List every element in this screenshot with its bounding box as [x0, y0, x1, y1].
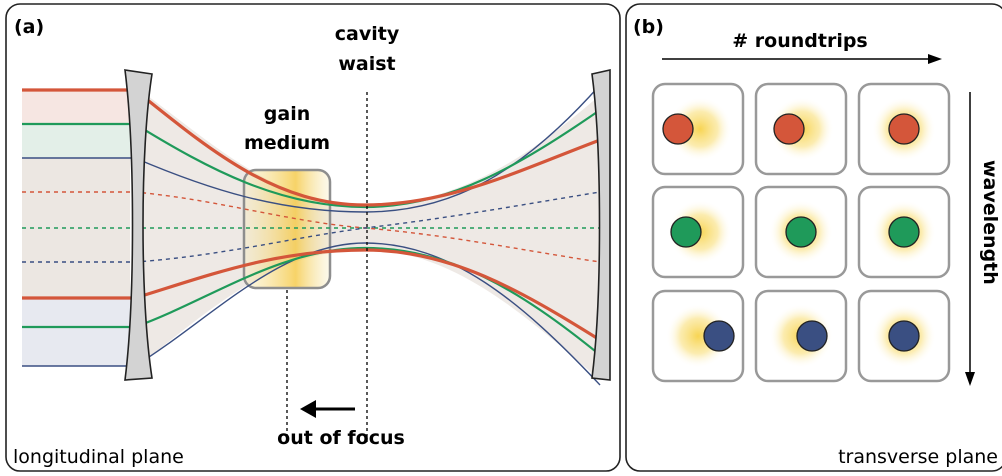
tile-r3c2: [754, 289, 848, 383]
tile-r3c1: [651, 289, 745, 383]
red-upper-curve: [22, 88, 601, 207]
medium-label: medium: [244, 132, 330, 154]
green-mode-dot: [670, 216, 702, 248]
tile-r3c3: [857, 289, 951, 383]
roundtrips-label: # roundtrips: [732, 30, 868, 52]
red-mode-dot: [888, 113, 920, 145]
cavity-label: cavity: [335, 23, 400, 45]
longitudinal-plane-label: longitudinal plane: [13, 446, 184, 468]
gain-medium: [242, 168, 332, 290]
red-lower-curve: [22, 248, 601, 342]
tile-r2c3: [857, 185, 951, 279]
blue-upper-curve: [22, 84, 601, 213]
green-upper-curve: [22, 109, 601, 209]
blue-mode-dot: [703, 320, 735, 352]
blue-mode-dot: [888, 320, 920, 352]
wavelength-label: wavelength: [979, 160, 1001, 285]
wavelength-arrowhead: [965, 372, 975, 386]
green-mode-dot: [888, 216, 920, 248]
red-mode-dot: [773, 113, 805, 145]
tile-r1c2: [754, 82, 848, 176]
green-mode-dot: [785, 216, 817, 248]
blue-lower-curve: [22, 242, 601, 386]
beam-envelope-fill: [140, 90, 600, 380]
left-mirror: [124, 69, 153, 381]
out-of-focus-label: out of focus: [277, 427, 405, 449]
roundtrips-arrowhead: [928, 54, 942, 64]
gain-label: gain: [264, 103, 310, 125]
tile-r2c2: [754, 185, 848, 279]
transverse-plane-label: transverse plane: [838, 446, 998, 468]
tile-r1c1: [651, 82, 745, 176]
right-mirror: [591, 69, 611, 381]
blue-dashed-ray: [22, 191, 601, 263]
out-of-focus-arrowhead: [300, 400, 316, 418]
green-lower-curve: [22, 246, 601, 356]
tile-r2c1: [651, 185, 745, 279]
transverse-grid: [651, 82, 951, 383]
tile-r1c3: [857, 82, 951, 176]
red-mode-dot: [662, 113, 694, 145]
panel-b-tag: (b): [633, 16, 664, 38]
blue-mode-dot: [796, 320, 828, 352]
waist-label: waist: [338, 53, 395, 75]
panel-a-tag: (a): [14, 16, 44, 38]
